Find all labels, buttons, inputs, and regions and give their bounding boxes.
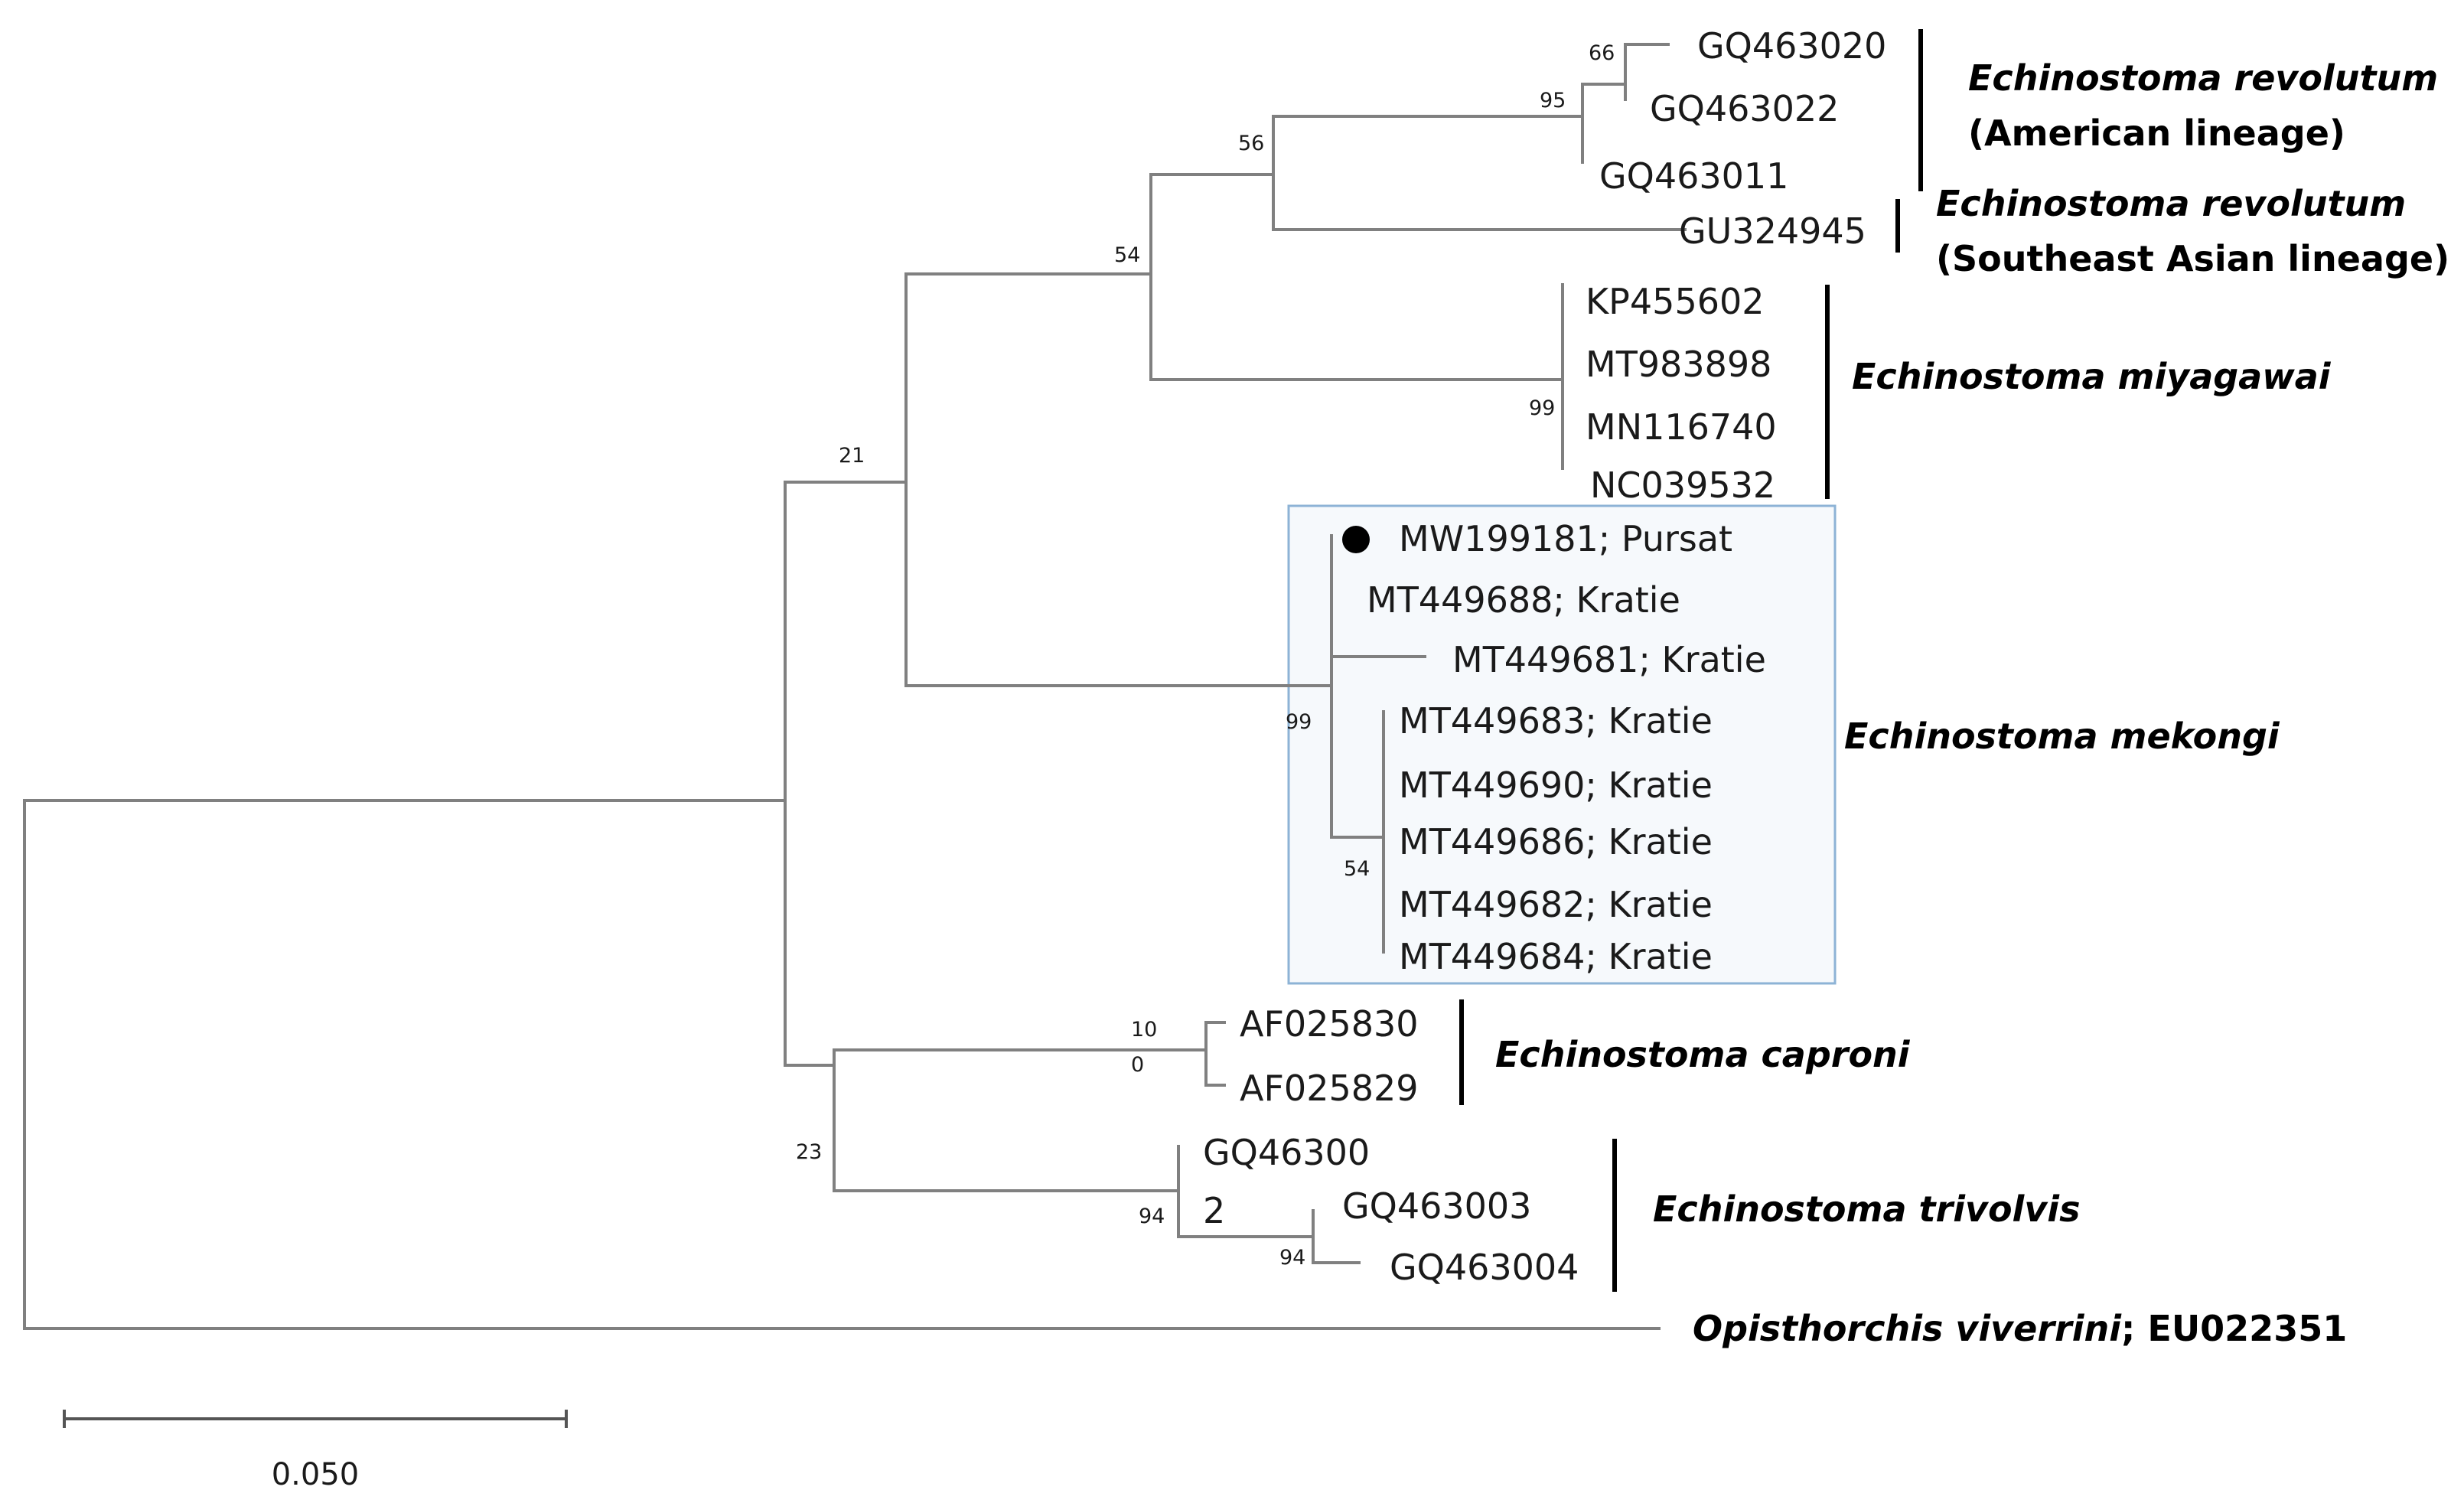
- bootstrap-99-miyagawai: 99: [1529, 396, 1555, 420]
- bootstrap-95: 95: [1540, 89, 1566, 112]
- clade-revolutum-american-lineage: (American lineage): [1968, 112, 2345, 154]
- bootstrap-23: 23: [796, 1140, 822, 1164]
- tip-gq463020: GQ463020: [1697, 25, 1886, 67]
- bootstrap-66: 66: [1589, 41, 1615, 65]
- bootstrap-values: 21 54 56 95 66 99 99 54 23 10 0 94 94: [796, 41, 1615, 1270]
- clade-revolutum-southeast-lineage: (Southeast Asian lineage): [1936, 238, 2449, 279]
- tip-nc039532: NC039532: [1590, 465, 1775, 506]
- bootstrap-21: 21: [839, 444, 865, 468]
- scale-bar: 0.050: [63, 1410, 568, 1492]
- bootstrap-caproni-line1: 10: [1131, 1018, 1157, 1042]
- tip-mt983898: MT983898: [1586, 344, 1771, 385]
- clade-revolutum-southeast-name: Echinostoma revolutum: [1936, 183, 2406, 224]
- clade-caproni: Echinostoma caproni: [1495, 1034, 1911, 1075]
- bootstrap-99-mekongi: 99: [1286, 710, 1312, 734]
- tip-labels: GQ463020 GQ463022 GQ463011 GU324945 KP45…: [1203, 25, 1886, 1288]
- scale-bar-label: 0.050: [272, 1457, 360, 1492]
- tip-gq463004: GQ463004: [1390, 1247, 1579, 1288]
- bootstrap-94-lower: 94: [1279, 1246, 1305, 1270]
- new-isolate-marker: [1342, 526, 1370, 553]
- clade-revolutum-american-name: Echinostoma revolutum: [1968, 57, 2438, 99]
- tip-mt449690: MT449690; Kratie: [1399, 765, 1713, 806]
- tip-mt449684: MT449684; Kratie: [1399, 936, 1713, 977]
- tip-mt449688: MT449688; Kratie: [1367, 579, 1680, 621]
- tip-mt449686: MT449686; Kratie: [1399, 821, 1713, 862]
- tip-mt449683: MT449683; Kratie: [1399, 700, 1713, 742]
- tip-gq463003: GQ463003: [1342, 1185, 1531, 1227]
- bootstrap-caproni-line2: 0: [1131, 1053, 1144, 1077]
- tip-mw199181: MW199181; Pursat: [1399, 518, 1732, 559]
- tip-mt449681: MT449681; Kratie: [1452, 639, 1766, 680]
- clade-trivolvis: Echinostoma trivolvis: [1653, 1188, 2080, 1230]
- tip-gq46300-line1: GQ46300: [1203, 1132, 1370, 1173]
- bootstrap-54-upper: 54: [1114, 243, 1140, 267]
- mekongi-highlight-box: [1287, 504, 1837, 985]
- clade-miyagawai: Echinostoma miyagawai: [1852, 356, 2332, 397]
- tip-gq463011: GQ463011: [1599, 155, 1788, 197]
- outgroup-species: Opisthorchis viverrini: [1693, 1308, 2122, 1349]
- tip-af025830: AF025830: [1240, 1003, 1419, 1045]
- clade-bars: [1459, 29, 1923, 1292]
- tree-branches: [23, 43, 1687, 1330]
- tip-gq46300-line2: 2: [1203, 1190, 1225, 1231]
- clade-mekongi: Echinostoma mekongi: [1844, 716, 2280, 757]
- tip-mt449682: MT449682; Kratie: [1399, 884, 1713, 925]
- tip-gu324945: GU324945: [1679, 210, 1866, 252]
- bootstrap-54-lower: 54: [1344, 857, 1370, 881]
- tip-gq463022: GQ463022: [1650, 88, 1839, 129]
- bootstrap-94-upper: 94: [1139, 1205, 1165, 1228]
- tip-kp455602: KP455602: [1586, 281, 1765, 322]
- outgroup-label: Opisthorchis viverrini; EU022351: [1693, 1308, 2347, 1349]
- clade-labels: Echinostoma revolutum (American lineage)…: [1495, 57, 2449, 1349]
- tip-mn116740: MN116740: [1586, 406, 1777, 448]
- outgroup-accession: ; EU022351: [2121, 1308, 2347, 1349]
- bootstrap-56: 56: [1238, 132, 1264, 155]
- tip-af025829: AF025829: [1240, 1068, 1419, 1109]
